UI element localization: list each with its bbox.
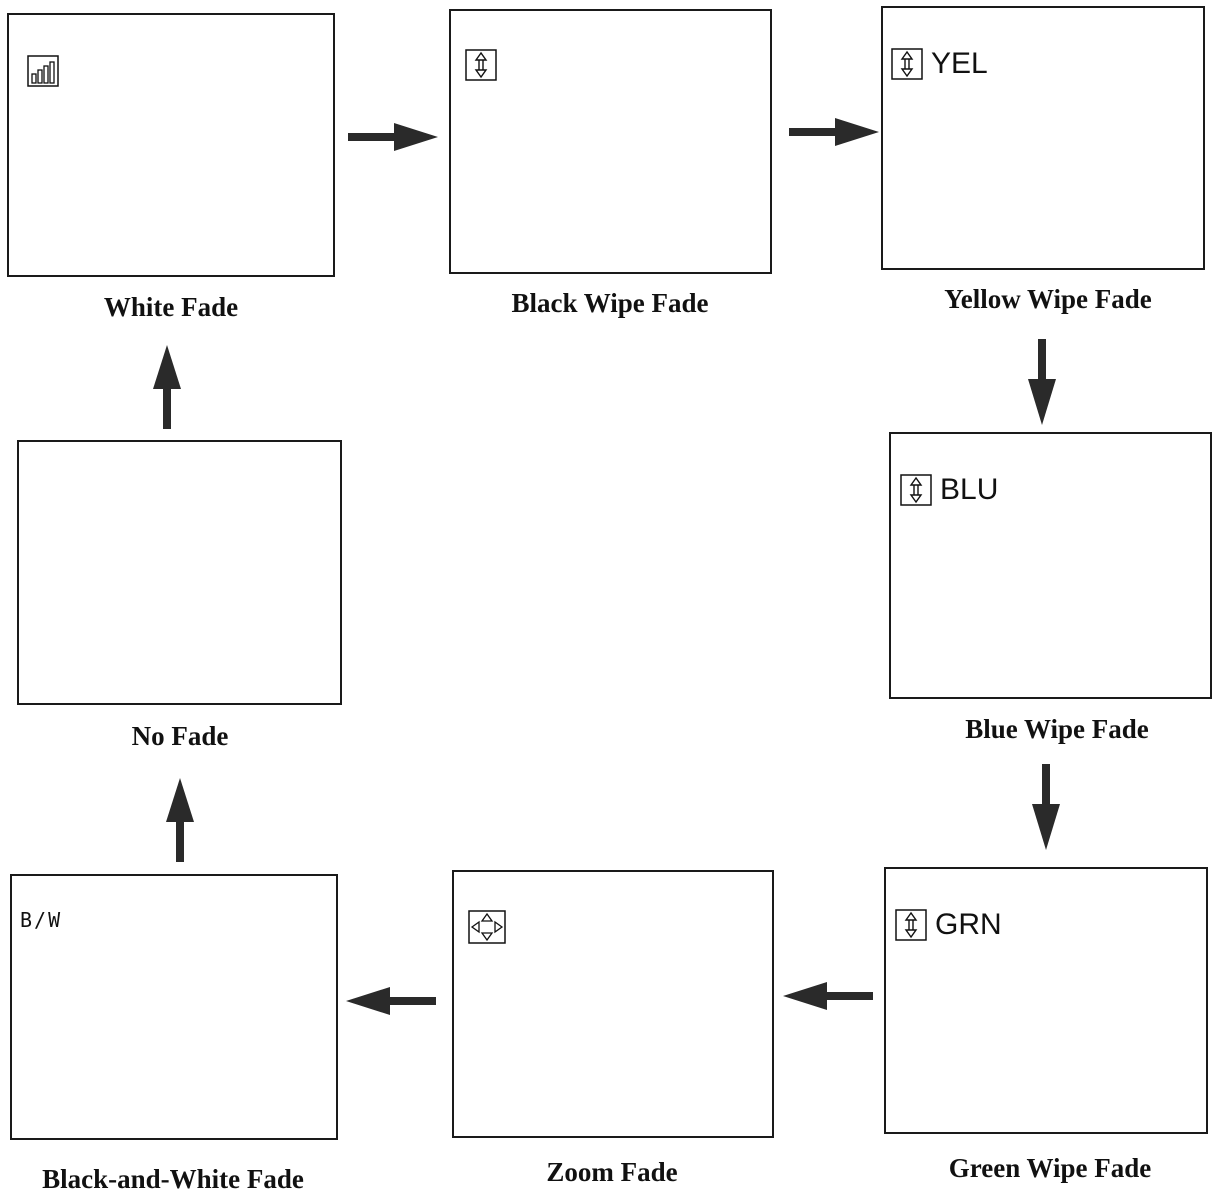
- caption-zoom-fade: Zoom Fade: [546, 1157, 678, 1187]
- osd-label: YEL: [931, 47, 988, 80]
- wipe-updown-icon: [900, 474, 932, 506]
- caption-yellow-wipe-fade: Yellow Wipe Fade: [944, 284, 1152, 314]
- zoom-arrows-icon: [468, 910, 506, 944]
- wipe-updown-icon: [891, 48, 923, 80]
- screen-black-wipe-fade: [449, 9, 772, 274]
- screen-yellow-wipe-fade: YEL: [881, 6, 1205, 270]
- arrow-right: [348, 121, 438, 153]
- osd-bw-label: B/W: [20, 908, 63, 932]
- screen-white-fade: [7, 13, 335, 277]
- caption-black-and-white-fade: Black-and-White Fade: [42, 1164, 304, 1194]
- osd-blue: BLU: [900, 474, 998, 506]
- screen-zoom-fade: [452, 870, 774, 1138]
- arrow-right: [789, 116, 879, 148]
- caption-green-wipe-fade: Green Wipe Fade: [948, 1153, 1152, 1183]
- osd-label: GRN: [935, 908, 1002, 941]
- arrow-left: [783, 980, 873, 1012]
- arrow-up: [151, 345, 183, 429]
- screen-no-fade: [17, 440, 342, 705]
- screen-black-and-white-fade: B/W: [10, 874, 338, 1140]
- osd-green: GRN: [895, 909, 1002, 941]
- arrow-down: [1030, 764, 1062, 850]
- caption-blue-wipe-fade: Blue Wipe Fade: [965, 714, 1149, 744]
- caption-black-wipe-fade: Black Wipe Fade: [511, 288, 709, 318]
- arrow-down: [1026, 339, 1058, 425]
- caption-no-fade: No Fade: [131, 721, 229, 751]
- osd-yellow: YEL: [891, 48, 988, 80]
- brightness-bars-icon: [27, 55, 59, 87]
- arrow-left: [346, 985, 436, 1017]
- wipe-updown-icon: [465, 49, 497, 81]
- arrow-up: [164, 778, 196, 862]
- screen-blue-wipe-fade: BLU: [889, 432, 1212, 699]
- caption-white-fade: White Fade: [103, 292, 239, 322]
- osd-label: BLU: [940, 473, 999, 506]
- wipe-updown-icon: [895, 909, 927, 941]
- screen-green-wipe-fade: GRN: [884, 867, 1208, 1134]
